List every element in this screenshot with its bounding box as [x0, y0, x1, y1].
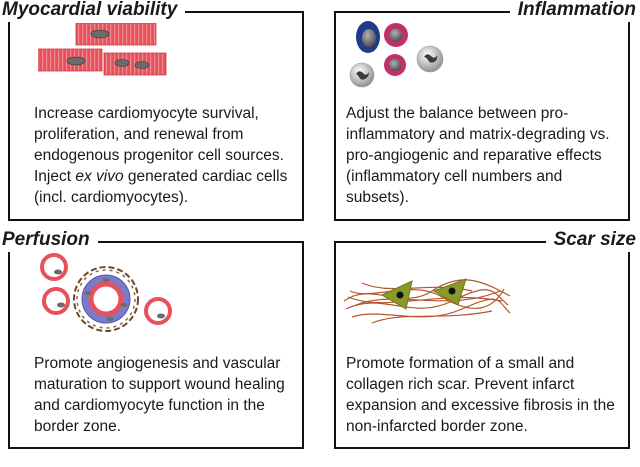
monocyte-cell [416, 45, 444, 73]
panel-myocardial-viability: Myocardial viability Increase cardiomyoc… [2, 0, 304, 221]
capillary-cross-section [40, 253, 68, 281]
panel-description: Increase cardiomyocyte survival, prolife… [34, 103, 304, 208]
panel-title: Inflammation [509, 0, 636, 22]
panel-description: Adjust the balance between pro-inflammat… [346, 105, 610, 206]
capillary-cross-section [42, 287, 70, 315]
panel-top-border [10, 241, 302, 243]
description-text: generated cardiac cells (incl. cardiomyo… [34, 168, 288, 206]
lymphocyte-cell [384, 54, 406, 76]
panel-inflammation: Inflammation Adj [334, 0, 636, 221]
capillary-cross-section [144, 297, 172, 325]
collagen-fibers [343, 279, 511, 324]
inflammatory-cells-illustration [349, 21, 444, 88]
panel-description: Promote angiogenesis and vascular matura… [34, 355, 285, 435]
neutrophil-cell [384, 23, 408, 47]
panel-title: Myocardial viability [2, 0, 186, 22]
panel-title: Perfusion [2, 228, 98, 252]
panel-description: Promote formation of a small and collage… [346, 355, 615, 435]
cardiomyocyte-cell [75, 23, 157, 46]
fibroblast-cell [432, 278, 467, 306]
panel-top-border [336, 241, 628, 243]
mature-vessel-cross-section [73, 266, 139, 332]
description-text: Increase cardiomyocyte survival, prolife… [34, 105, 284, 185]
granulocyte-cell [349, 62, 375, 88]
macrophage-cell [356, 21, 380, 53]
panel-top-border [336, 11, 628, 13]
cardiomyocytes-illustration [38, 23, 167, 76]
panel-perfusion: Perfusion Promote angiogenesis and vascu… [2, 228, 304, 449]
description-emphasis: ex vivo [75, 168, 124, 185]
scar-illustration [343, 278, 511, 324]
cardiomyocyte-cell [38, 48, 103, 72]
cardiomyocyte-cell [103, 52, 167, 76]
fibroblast-cell [380, 280, 413, 310]
panel-title: Scar size [545, 228, 636, 252]
panel-scar-size: Scar size Promote formation of a small a… [334, 228, 636, 449]
vessel-illustration [40, 253, 172, 332]
